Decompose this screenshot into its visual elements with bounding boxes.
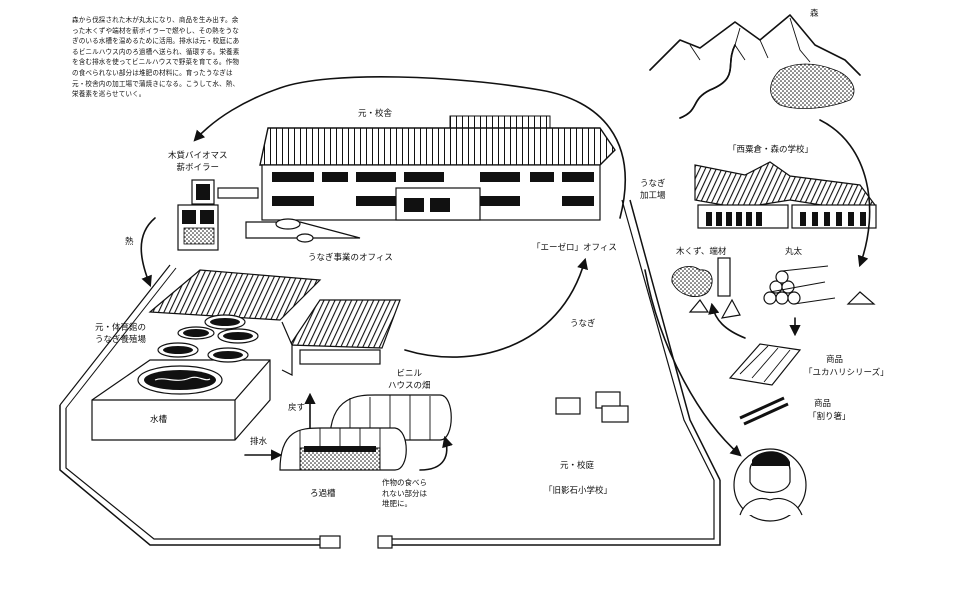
label-greenhouse: ビニル ハウスの畑 xyxy=(388,369,431,391)
label-water-tank: 水槽 xyxy=(150,415,168,425)
label-unagi-processing: うなぎ 加工場 xyxy=(640,179,666,201)
label-school-building: 元・校舎 xyxy=(358,109,393,119)
schoolyard-wall xyxy=(59,199,721,549)
filter-greenhouse-illustration xyxy=(279,394,452,471)
school-building-illustration xyxy=(245,115,616,243)
label-filter-tank: ろ過槽 xyxy=(310,489,336,499)
label-heat: 熱 xyxy=(125,237,134,247)
label-product-1: 商品 xyxy=(826,355,844,365)
label-product-2: 商品 xyxy=(814,399,832,409)
label-forest: 森 xyxy=(810,9,819,19)
flow-arrows xyxy=(140,76,871,471)
label-unagi-office: うなぎ事業のオフィス xyxy=(308,253,393,263)
person-portrait xyxy=(733,448,807,522)
label-product-1-name: 「ユカハリシリーズ」 xyxy=(804,368,889,378)
schoolyard-objects xyxy=(555,391,629,423)
label-woodchips: 木くず、端材 xyxy=(676,247,727,257)
label-azero-office: 「エーゼロ」オフィス xyxy=(532,243,617,253)
label-drainage: 排水 xyxy=(250,437,268,447)
eel-farm-illustration xyxy=(91,269,401,441)
factory-illustration xyxy=(694,161,877,229)
label-return: 戻す xyxy=(288,403,306,413)
label-unagi: うなぎ xyxy=(570,319,596,329)
forest-illustration xyxy=(649,14,861,119)
label-former-school: 「旧影石小学校」 xyxy=(544,486,613,496)
label-product-2-name: 「割り箸」 xyxy=(808,412,851,422)
label-nishiawakura: 「西粟倉・森の学校」 xyxy=(728,145,814,155)
label-logs: 丸太 xyxy=(785,247,803,257)
label-biomass-boiler: 木質バイオマス 薪ボイラー xyxy=(168,151,228,173)
boiler-illustration xyxy=(177,179,259,251)
label-schoolyard: 元・校庭 xyxy=(560,461,595,471)
intro-paragraph: 森から伐採された木が丸太になり、商品を生み出す。余った木くずや端材を薪ボイラーで… xyxy=(72,16,240,99)
label-gym-farm: 元・体育館の うなぎ養殖場 xyxy=(95,323,147,345)
label-compost-note: 作物の食べら れない部分は 堆肥に。 xyxy=(382,478,427,508)
wood-products-illustration xyxy=(671,257,876,426)
